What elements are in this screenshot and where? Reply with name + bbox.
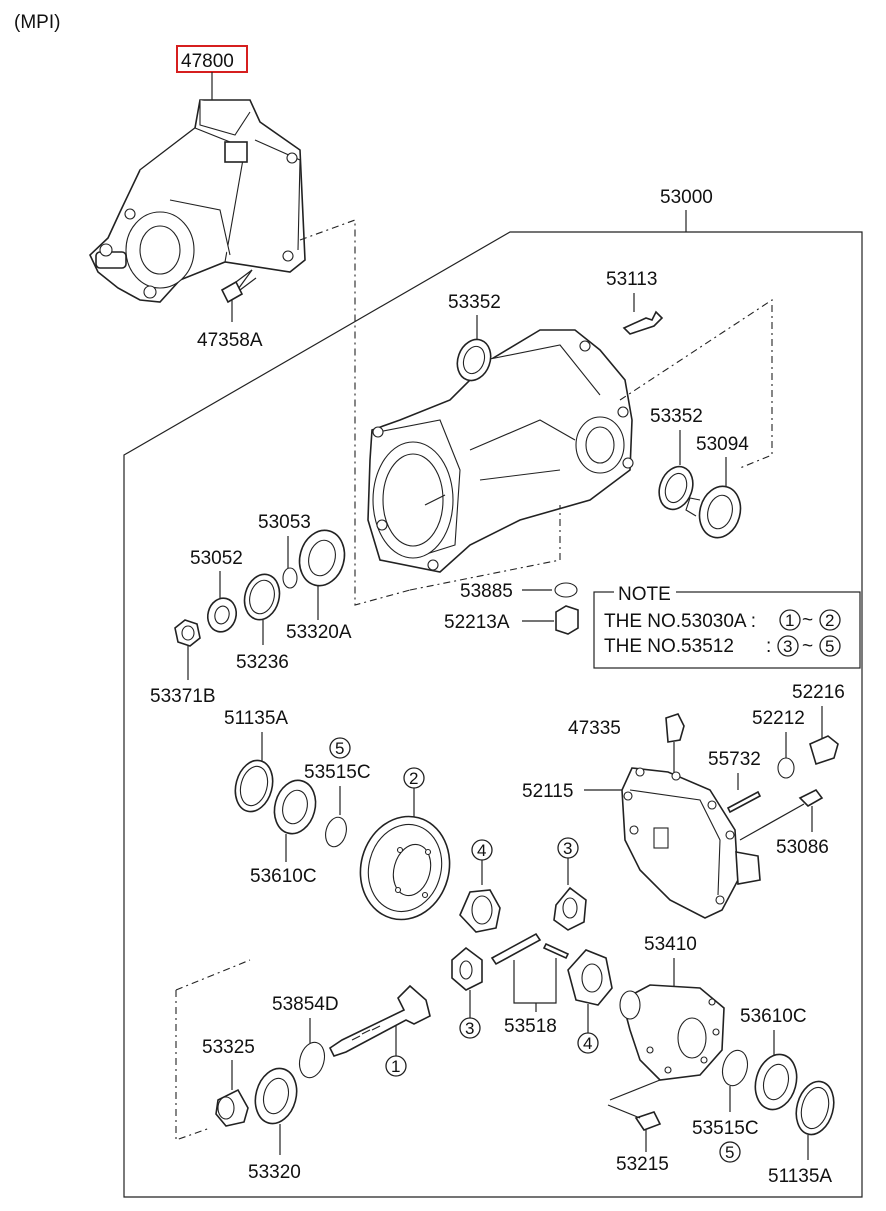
pin-55732[interactable]: 55732 — [708, 749, 762, 814]
callout-5-lower: 5 — [725, 1143, 734, 1162]
variant-label: (MPI) — [14, 12, 60, 33]
note-title: NOTE — [618, 584, 671, 605]
differential-carrier[interactable] — [367, 329, 634, 573]
note-line2-colon: : — [766, 636, 771, 657]
bolt-53215[interactable]: 53215 — [607, 1104, 669, 1175]
shim-53236[interactable]: 53236 — [236, 570, 289, 673]
part-label-53113[interactable]: 53113 — [606, 269, 657, 290]
bolt-53113[interactable]: 53113 — [606, 269, 664, 335]
callout-3-lower: 3 — [465, 1019, 474, 1038]
part-label-53352-upper[interactable]: 53352 — [448, 292, 501, 313]
part-label-52212[interactable]: 52212 — [752, 708, 805, 729]
part-label-47335[interactable]: 47335 — [568, 718, 621, 739]
part-label-53371B[interactable]: 53371B — [150, 686, 216, 707]
gasket-53885[interactable]: 53885 — [460, 581, 578, 602]
part-label-53885[interactable]: 53885 — [460, 581, 513, 602]
spacer-53052[interactable]: 53052 — [190, 548, 243, 635]
bolt-47358A[interactable]: 47358A — [197, 269, 263, 351]
oil-seal-51135A-right[interactable]: 51135A — [768, 1077, 839, 1187]
drive-pinion[interactable]: 1 — [328, 984, 431, 1077]
ring-gear[interactable]: 2 — [349, 767, 461, 930]
shim-53515C-right[interactable]: 53515C 5 — [692, 1048, 759, 1163]
note-line2-from: 3 — [783, 637, 792, 656]
pinion-gear-3-lower[interactable]: 3 — [451, 946, 483, 1039]
part-label-53320[interactable]: 53320 — [248, 1162, 301, 1183]
bearing-53610C-right[interactable]: 53610C — [740, 1006, 807, 1114]
note-box: NOTE THE NO.53030A : 1 ~ 2 THE NO.53512 … — [593, 584, 861, 669]
part-label-47358A[interactable]: 47358A — [197, 330, 263, 351]
note-line2-to: 5 — [825, 637, 834, 656]
bearing-53320[interactable]: 53320 — [248, 1064, 303, 1183]
part-label-53320A[interactable]: 53320A — [286, 622, 352, 643]
gasket-52212[interactable]: 52212 — [752, 708, 805, 779]
part-label-53094[interactable]: 53094 — [696, 434, 749, 455]
part-label-53053[interactable]: 53053 — [258, 512, 311, 533]
note-line1-from: 1 — [785, 611, 794, 630]
plug-52213A[interactable]: 52213A — [444, 605, 579, 635]
nut-53371B[interactable]: 53371B — [150, 619, 216, 707]
part-label-53515C-right[interactable]: 53515C — [692, 1118, 759, 1139]
callout-3-upper: 3 — [563, 839, 572, 858]
shim-53515C-left[interactable]: 5 53515C — [304, 737, 371, 849]
pinion-shaft-53518[interactable]: 53518 — [490, 932, 570, 1037]
callout-1: 1 — [391, 1057, 400, 1076]
part-label-53610C-left[interactable]: 53610C — [250, 866, 317, 887]
oil-seal-51135A-left[interactable]: 51135A — [224, 708, 288, 816]
part-label-53610C-right[interactable]: 53610C — [740, 1006, 807, 1027]
part-label-53515C-left[interactable]: 53515C — [304, 762, 371, 783]
breather-47335[interactable]: 47335 — [568, 713, 685, 775]
part-label-53000[interactable]: 53000 — [660, 187, 713, 208]
callout-5-upper: 5 — [335, 739, 344, 758]
note-line2-sep: ~ — [802, 636, 813, 657]
note-line1-text: THE NO.53030A : — [604, 611, 756, 632]
callout-2: 2 — [409, 769, 418, 788]
bearing-53320A[interactable]: 53320A — [286, 525, 352, 643]
callout-4-lower: 4 — [583, 1034, 592, 1053]
part-label-53352-right[interactable]: 53352 — [650, 406, 703, 427]
transfer-case-47800[interactable]: 47800 — [89, 45, 306, 303]
note-line1-sep: ~ — [802, 610, 813, 631]
side-gear-4-upper[interactable]: 4 — [459, 839, 501, 933]
part-label-53325[interactable]: 53325 — [202, 1037, 255, 1058]
part-label-47800[interactable]: 47800 — [181, 51, 234, 72]
bolt-52216[interactable]: 52216 — [792, 682, 845, 766]
part-label-55732[interactable]: 55732 — [708, 749, 761, 770]
part-label-52216[interactable]: 52216 — [792, 682, 845, 703]
part-label-53410[interactable]: 53410 — [644, 934, 697, 955]
assembly-frame-53000: 53000 — [123, 187, 863, 1198]
part-label-53052[interactable]: 53052 — [190, 548, 243, 569]
part-label-52115[interactable]: 52115 — [522, 781, 573, 802]
note-line2-text: THE NO.53512 — [604, 636, 734, 657]
part-label-51135A-right[interactable]: 51135A — [768, 1166, 832, 1187]
pinion-gear-3-upper[interactable]: 3 — [553, 837, 587, 931]
bearing-53610C-left[interactable]: 53610C — [250, 776, 321, 887]
bolt-53086[interactable]: 53086 — [739, 788, 829, 858]
part-label-52213A[interactable]: 52213A — [444, 612, 510, 633]
part-label-51135A-left[interactable]: 51135A — [224, 708, 288, 729]
rear-cover-52115[interactable]: 52115 — [522, 767, 761, 919]
oil-seal-53352-right[interactable]: 53352 — [650, 406, 703, 514]
note-line1-to: 2 — [825, 611, 834, 630]
part-label-53518[interactable]: 53518 — [504, 1016, 557, 1037]
callout-4-upper: 4 — [477, 841, 486, 860]
snap-ring-53053[interactable]: 53053 — [258, 512, 311, 589]
spacer-53854D[interactable]: 53854D — [272, 994, 339, 1080]
collar-53325[interactable]: 53325 — [202, 1037, 255, 1127]
oil-seal-53352-upper[interactable]: 53352 — [448, 292, 501, 385]
part-label-53854D[interactable]: 53854D — [272, 994, 339, 1015]
differential-case-53410[interactable]: 53410 — [609, 934, 725, 1101]
part-label-53215[interactable]: 53215 — [616, 1154, 669, 1175]
side-gear-4-lower[interactable]: 4 — [567, 949, 613, 1054]
part-label-53086[interactable]: 53086 — [776, 837, 829, 858]
part-label-53236[interactable]: 53236 — [236, 652, 289, 673]
bearing-cap-53094[interactable]: 53094 — [685, 434, 749, 542]
